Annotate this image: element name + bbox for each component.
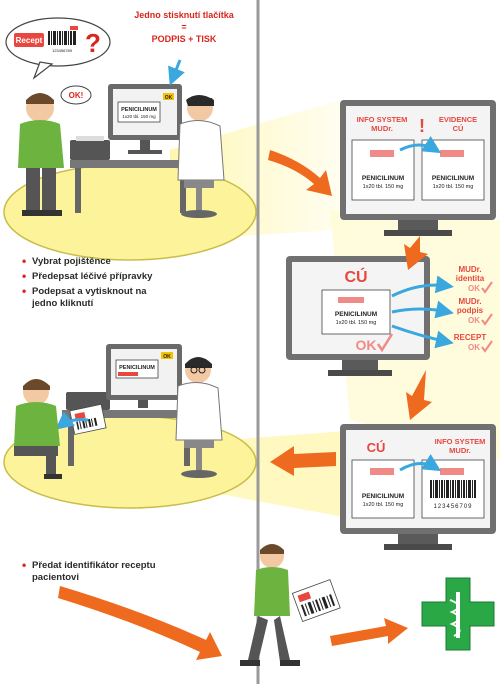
patient-figure-1 [18, 93, 64, 216]
system-monitor-1: INFO SYSTEM MUDr. ! EVIDENCE CÚ PENICILI… [340, 100, 496, 236]
bullet-list-2: Předat identifikátor receptu pacientovi [22, 559, 172, 587]
m3-right-header-line1: INFO SYSTEM [435, 437, 486, 446]
m3-left-title: CÚ [367, 440, 386, 455]
top-note-line1: Jedno stisknutí tlačítka [134, 10, 235, 20]
m2-arrow-recept [391, 324, 454, 349]
m2-arrow-identity [391, 275, 454, 298]
m1-left-header-line1: INFO SYSTEM [357, 115, 408, 124]
monitor2-ok-button: OK [163, 354, 171, 360]
m1-right-header-line2: CÚ [453, 124, 464, 133]
scene-doctor-printing: PENICILINUM OK [3, 344, 257, 509]
m3-right-header-line2: MUDr. [449, 446, 471, 455]
patient-walking-figure [240, 544, 300, 666]
m1-right-drug-dose: 1x20 tbl. 150 mg [433, 184, 474, 190]
flow-arrow-5 [58, 586, 222, 660]
m2-drug-name: PENICILINUM [335, 311, 377, 318]
check-signature-line2: podpis [457, 306, 484, 315]
bullet-list-1: Vybrat pojištěnce Předepsat léčivé přípr… [22, 255, 172, 313]
check-signature-line1: MUDr. [458, 297, 481, 306]
ok-speech-bubble [60, 85, 92, 105]
m3-drug-dose: 1x20 tbl. 150 mg [363, 502, 404, 508]
monitor1-ok-button: OK [165, 95, 173, 101]
printer [70, 140, 110, 160]
system-monitor-3: CÚ INFO SYSTEM MUDr. PENICILINUM 1x20 tb… [340, 424, 496, 550]
m1-left-header-line2: MUDr. [371, 124, 393, 133]
flow-arrow-6 [330, 618, 408, 646]
flow-arrow-1 [268, 150, 332, 196]
m1-transfer-arrow [399, 136, 442, 154]
check-recept-line1: RECEPT [454, 333, 487, 342]
monitor1-drug-name: PENICILINUM [121, 107, 157, 113]
check-identity-line2: identita [456, 274, 485, 283]
handheld-prescription-icon [291, 579, 341, 623]
flow-arrow-4 [270, 446, 336, 476]
m2-arrow-signature [391, 300, 454, 319]
monitor1-drug-dose: 1x20 tbl. 150 mg [122, 114, 156, 119]
doctor-figure-1 [177, 95, 225, 218]
bullet-item-prescribe-drugs: Předepsat léčivé přípravky [22, 270, 172, 283]
ok-speech-text: OK! [69, 91, 84, 100]
m1-right-drug-name: PENICILINUM [432, 175, 474, 182]
monitor2-drug-name: PENICILINUM [119, 365, 155, 371]
patient-figure-2 [14, 379, 62, 479]
note-pointer-arrow [168, 59, 185, 86]
scene-doctor-at-computer: PENICILINUM 1x20 tbl. 150 mg OK OK! [3, 59, 257, 261]
m3-barcode-number: 123456709 [433, 504, 472, 510]
m1-left-drug-dose: 1x20 tbl. 150 mg [363, 184, 404, 190]
check-recept: RECEPT OK [454, 333, 493, 353]
recept-label: Recept [16, 36, 43, 45]
m2-ok: OK [356, 337, 377, 353]
doctor-figure-2 [175, 357, 223, 478]
m2-drug-dose: 1x20 tbl. 150 mg [336, 320, 377, 326]
flow-arrow-2 [404, 236, 428, 270]
m1-right-header-line1: EVIDENCE [439, 115, 477, 124]
bullet-item-select-insured: Vybrat pojištěnce [22, 255, 172, 268]
m3-barcode-icon [430, 480, 476, 498]
m1-exclamation: ! [419, 116, 425, 136]
check-identity: MUDr. identita OK [456, 265, 493, 294]
top-note-line2: = [181, 22, 186, 32]
m3-transfer-arrow [399, 454, 442, 472]
system-monitor-2: CÚ PENICILINUM 1x20 tbl. 150 mg OK [286, 256, 454, 376]
check-signature-ok: OK [468, 316, 480, 325]
check-signature: MUDr. podpis OK [457, 297, 493, 326]
recept-thought-bubble: Recept 123456789 ? [5, 17, 111, 80]
check-recept-ok: OK [468, 343, 480, 352]
check-identity-ok: OK [468, 284, 480, 293]
bullet-item-sign-print: Podepsat a vytisknout na jedno kliknutí [22, 285, 172, 310]
barcode-icon [48, 26, 78, 45]
m3-drug-name: PENICILINUM [362, 493, 404, 500]
m1-left-drug-name: PENICILINUM [362, 175, 404, 182]
recept-barcode-number: 123456789 [52, 48, 73, 53]
bullet-item-hand-over: Předat identifikátor receptu pacientovi [22, 559, 172, 584]
check-identity-line1: MUDr. [458, 265, 481, 274]
pharmacy-cross-icon [421, 577, 495, 651]
handover-arrow [55, 411, 89, 430]
top-note-line3: PODPIS + TISK [152, 34, 217, 44]
m2-title: CÚ [344, 267, 367, 286]
flow-arrow-3 [406, 370, 432, 420]
question-mark: ? [85, 28, 101, 58]
